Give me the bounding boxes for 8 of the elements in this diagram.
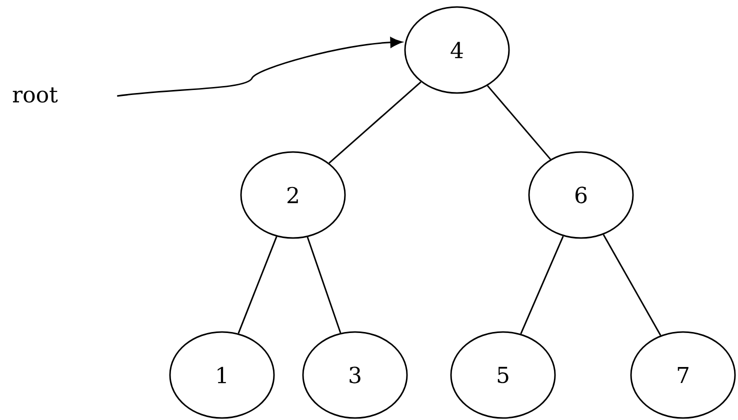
tree-edge	[306, 236, 342, 334]
tree-edge	[520, 236, 564, 334]
curved-arrow	[117, 37, 402, 97]
tree-edge	[486, 85, 552, 160]
tree-edge	[602, 234, 662, 336]
tree-edge	[328, 81, 422, 164]
tree-edge	[238, 236, 278, 334]
root-label: root	[12, 87, 58, 103]
